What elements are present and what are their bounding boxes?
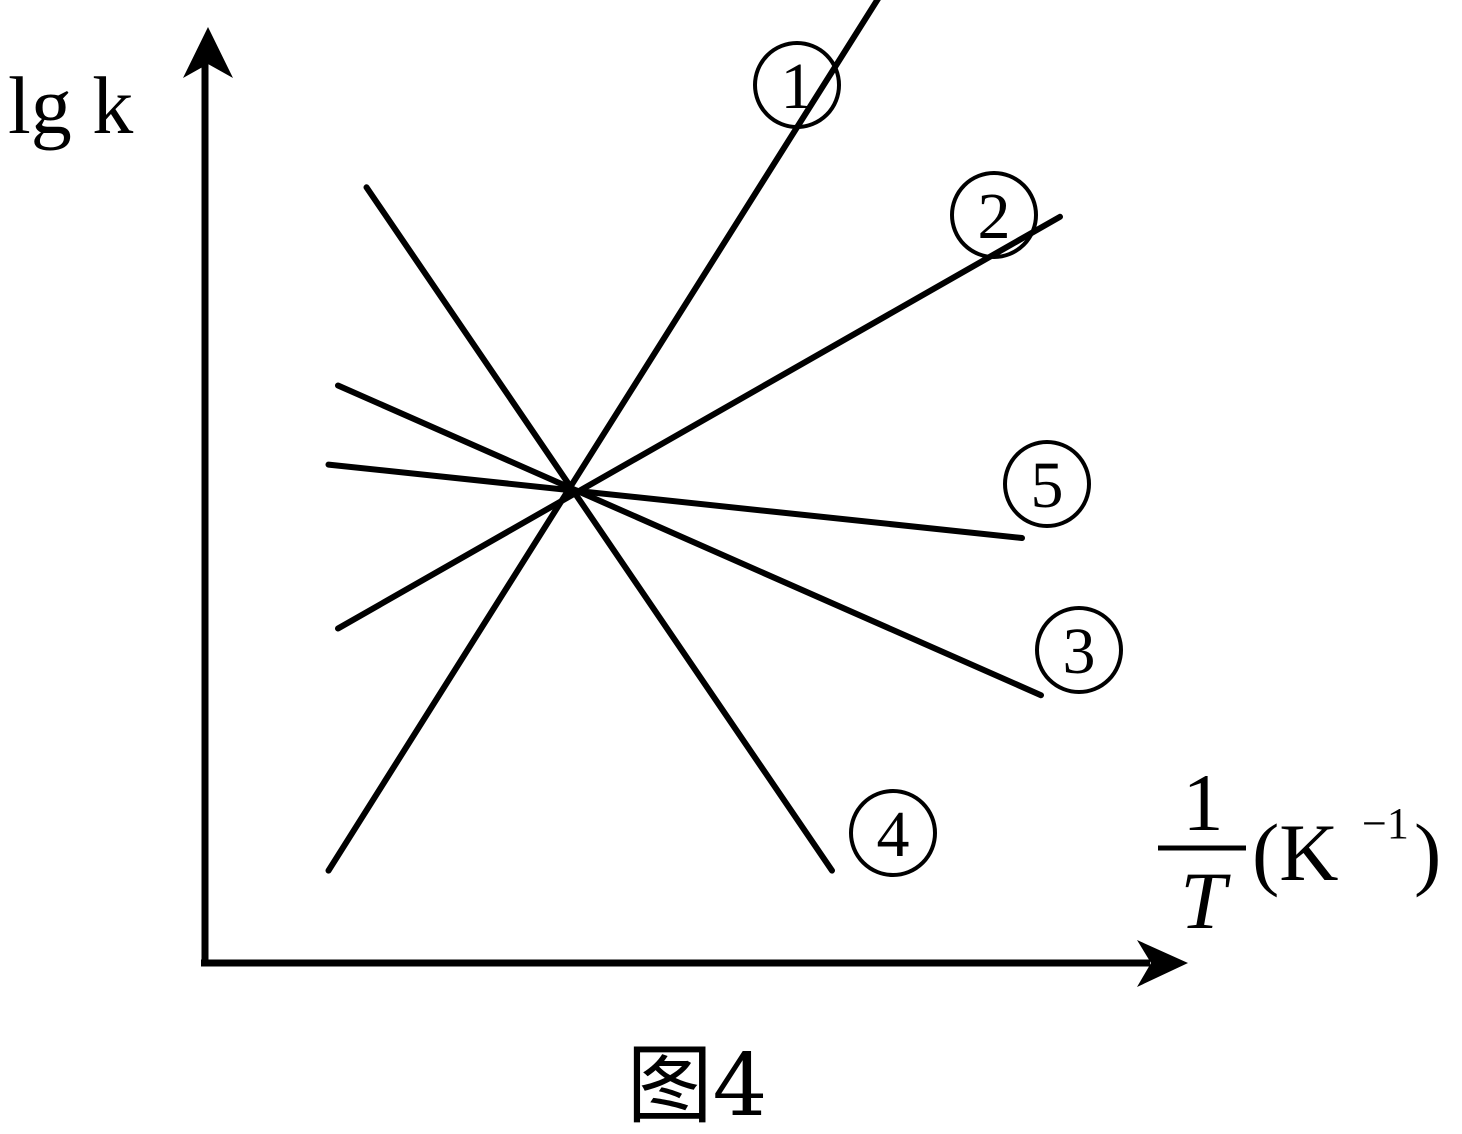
- x-label-numerator: 1: [1183, 757, 1224, 848]
- series-label-text: 4: [877, 798, 910, 871]
- series-layer: 1 2 3 4 5: [325, 0, 1123, 877]
- x-label-unit-exponent: −1: [1362, 799, 1409, 848]
- series-label-two: 2: [950, 171, 1038, 259]
- x-label-denominator: T: [1180, 855, 1231, 946]
- series-label-text: 3: [1063, 615, 1096, 688]
- intersection-point: [570, 487, 581, 498]
- series-label-text: 2: [978, 180, 1011, 253]
- series-label-four: 4: [849, 789, 937, 877]
- series-label-circle: [1003, 440, 1091, 528]
- x-label-unit-open: (K: [1252, 807, 1339, 898]
- series-line-five: [325, 461, 1025, 541]
- x-axis-arrow: [1137, 940, 1188, 987]
- y-axis-label: lg k: [8, 60, 133, 151]
- series-label-one: 1: [753, 41, 841, 129]
- series-line-one: [325, 0, 881, 874]
- series-label-circle: [950, 171, 1038, 259]
- x-label-unit-close: ): [1414, 807, 1441, 898]
- x-axis-label: 1 T (K −1 ): [1158, 757, 1441, 946]
- y-axis-arrow: [183, 27, 233, 78]
- series-label-five: 5: [1003, 440, 1091, 528]
- series-line-four: [363, 184, 835, 874]
- series-line-two: [335, 213, 1063, 632]
- series-label-text: 1: [781, 50, 814, 123]
- series-label-three: 3: [1035, 606, 1123, 694]
- series-line-three: [335, 382, 1044, 699]
- series-label-circle: [753, 41, 841, 129]
- figure-caption: 图4: [627, 1036, 768, 1134]
- series-label-text: 5: [1031, 449, 1064, 522]
- series-label-circle: [1035, 606, 1123, 694]
- series-label-circle: [849, 789, 937, 877]
